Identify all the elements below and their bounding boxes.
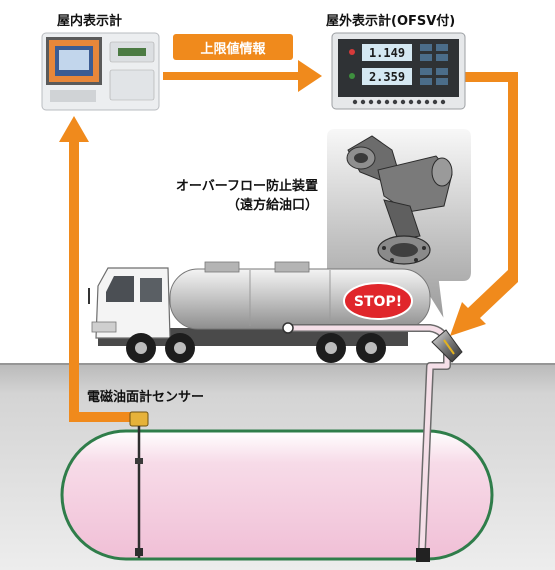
indoor-display-device [41, 32, 160, 111]
overflow-device-label-line1: オーバーフロー防止装置 [175, 179, 318, 194]
arrow-indoor-to-outdoor [163, 60, 322, 92]
truck-wheels [126, 333, 386, 363]
arrow-sensor-to-indoor [59, 116, 131, 422]
overflow-device-label-line2: （遠方給油口） [226, 198, 318, 213]
remote-fill-nozzle [431, 329, 463, 363]
arrow-outdoor-to-nozzle [450, 72, 518, 336]
upper-limit-badge [173, 34, 293, 60]
flow-arrows [59, 60, 518, 422]
upper-limit-label: 上限値情報 [200, 41, 266, 57]
sensor-label: 電磁油面計センサー [87, 390, 205, 405]
outdoor-display-device [331, 32, 466, 110]
valve-photo [346, 135, 453, 265]
stop-badge [343, 282, 413, 320]
outdoor-readout-1: 1.149 [369, 46, 405, 60]
outdoor-readout-2: 2.359 [369, 70, 405, 84]
outdoor-display-label: 屋外表示計(OFSV付) [326, 14, 456, 29]
stop-label: STOP! [354, 294, 402, 310]
level-sensor [129, 411, 149, 558]
overflow-device-label: オーバーフロー防止装置 （遠方給油口） [104, 175, 318, 213]
indoor-display-label: 屋内表示計 [57, 14, 123, 29]
underground-tank [60, 429, 494, 561]
